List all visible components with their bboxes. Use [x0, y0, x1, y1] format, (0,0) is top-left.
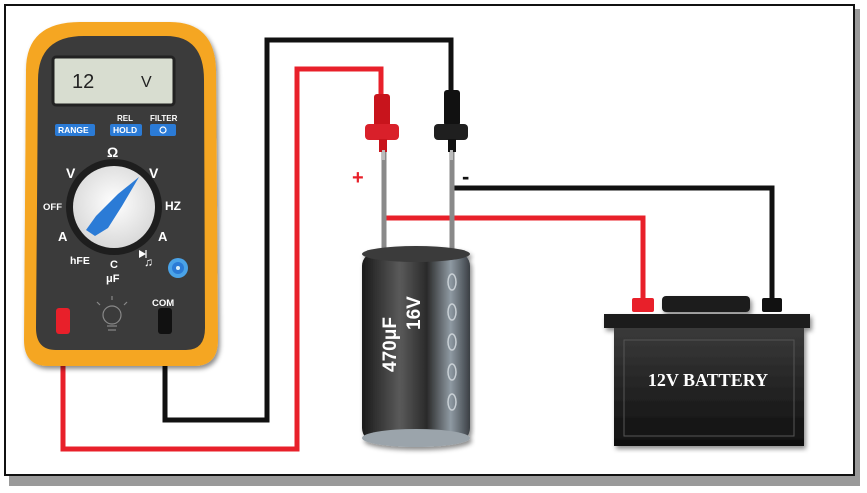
- capacitor-polarity-stripe: [447, 273, 457, 411]
- red-probe: [365, 94, 399, 160]
- battery: [604, 296, 810, 446]
- black-wire-battery: [452, 185, 775, 300]
- dial-v-dc: V: [149, 165, 159, 181]
- dial-v-ac: V: [66, 165, 76, 181]
- capacitor-value: 470μF: [380, 317, 401, 372]
- cap-socket[interactable]: [168, 258, 188, 278]
- range-button[interactable]: RANGE: [55, 124, 95, 136]
- dial-hz: HZ: [165, 199, 181, 213]
- black-jack[interactable]: [158, 308, 172, 334]
- filter-button[interactable]: [150, 124, 176, 136]
- negative-probe-label: -: [462, 164, 469, 189]
- filter-label: FILTER: [150, 114, 178, 123]
- dial-pointer: [86, 177, 139, 236]
- lcd-screen: [51, 55, 176, 107]
- dial-uf: μF: [106, 273, 120, 285]
- light-icon: [159, 126, 167, 134]
- red-wire-battery: [384, 215, 646, 300]
- dial-hfe: hFE: [70, 255, 90, 267]
- black-probe: [434, 90, 468, 160]
- dial-c: C: [110, 259, 118, 271]
- rotary-dial[interactable]: [66, 159, 162, 255]
- dial-a-dc: A: [158, 229, 168, 244]
- hold-button[interactable]: HOLD: [110, 124, 142, 136]
- red-jack[interactable]: [56, 308, 70, 334]
- lcd-unit: V: [141, 74, 152, 91]
- dial-off: OFF: [43, 202, 62, 213]
- positive-probe-label: +: [352, 167, 364, 189]
- music-note-icon: ♫: [144, 255, 153, 269]
- range-button-label: RANGE: [58, 125, 89, 135]
- red-wire-v: [60, 66, 384, 452]
- capacitor-voltage: 16V: [404, 296, 425, 330]
- com-label: COM: [152, 298, 174, 309]
- capacitor: [362, 246, 470, 447]
- hold-button-label: HOLD: [113, 125, 137, 135]
- dial-a-ac: A: [58, 229, 68, 244]
- dial-ohm: Ω: [107, 144, 118, 160]
- lcd-reading: 12: [72, 71, 94, 93]
- battery-negative-terminal: [762, 298, 782, 312]
- lightbulb-icon: [96, 296, 128, 331]
- battery-label: 12V BATTERY: [648, 370, 768, 390]
- black-wire-com: [162, 37, 454, 423]
- battery-positive-terminal: [632, 298, 654, 312]
- diode-icon: [139, 250, 147, 258]
- rel-label: REL: [117, 114, 133, 123]
